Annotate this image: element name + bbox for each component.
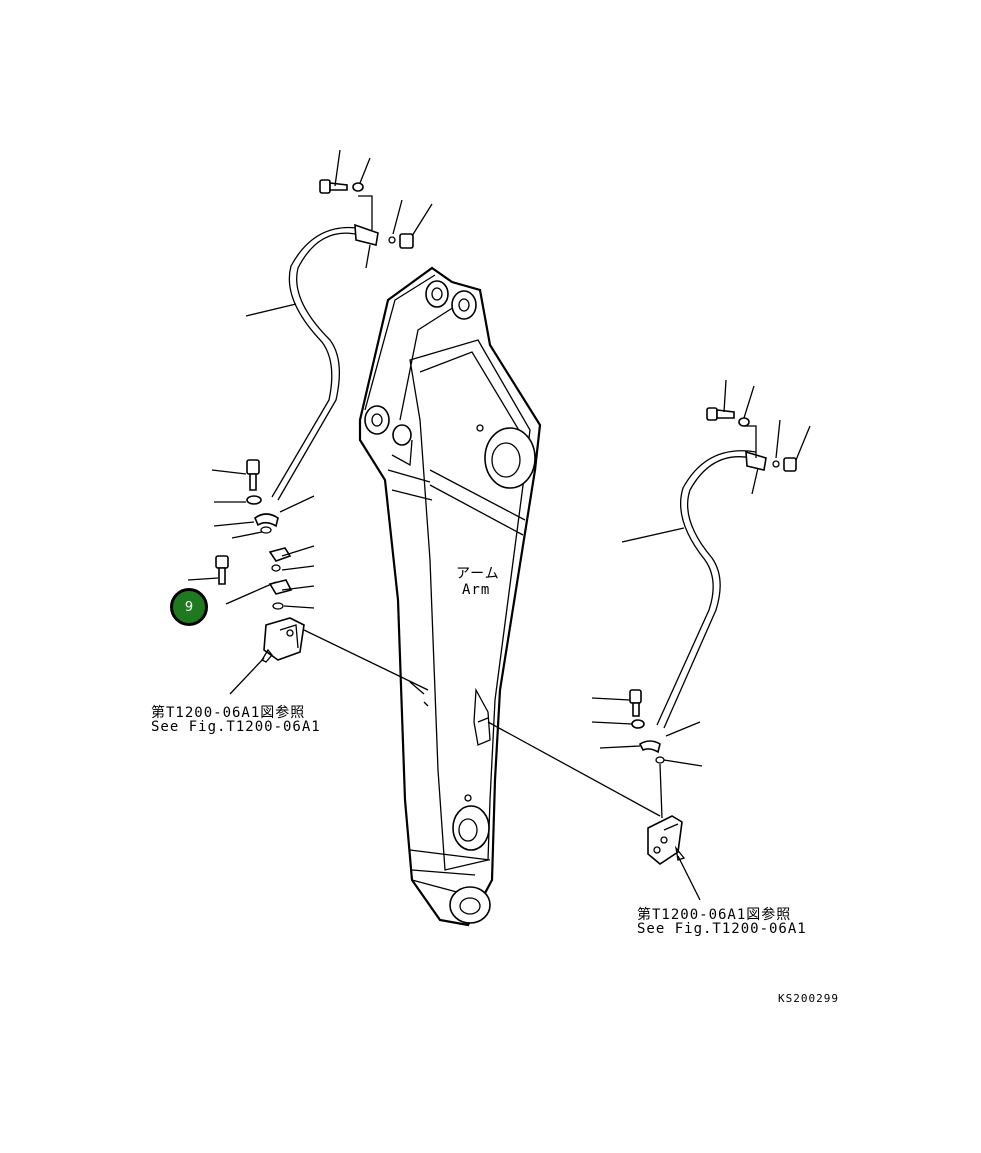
arm-label-jp: アーム [456, 566, 500, 582]
drawing-code: KS200299 [778, 992, 839, 1005]
callout-badge[interactable]: 9 [170, 588, 208, 626]
ref-left-jp: 第T1200-06A1図参照 [151, 705, 306, 721]
arm-body [358, 266, 542, 927]
ref-right-en: See Fig.T1200-06A1 [637, 921, 807, 937]
right-pipe-assembly [487, 379, 811, 901]
ref-left-en: See Fig.T1200-06A1 [151, 719, 321, 735]
ref-right-jp: 第T1200-06A1図参照 [637, 907, 792, 923]
arm-label-en: Arm [462, 582, 491, 598]
left-pipe-assembly [187, 149, 433, 707]
